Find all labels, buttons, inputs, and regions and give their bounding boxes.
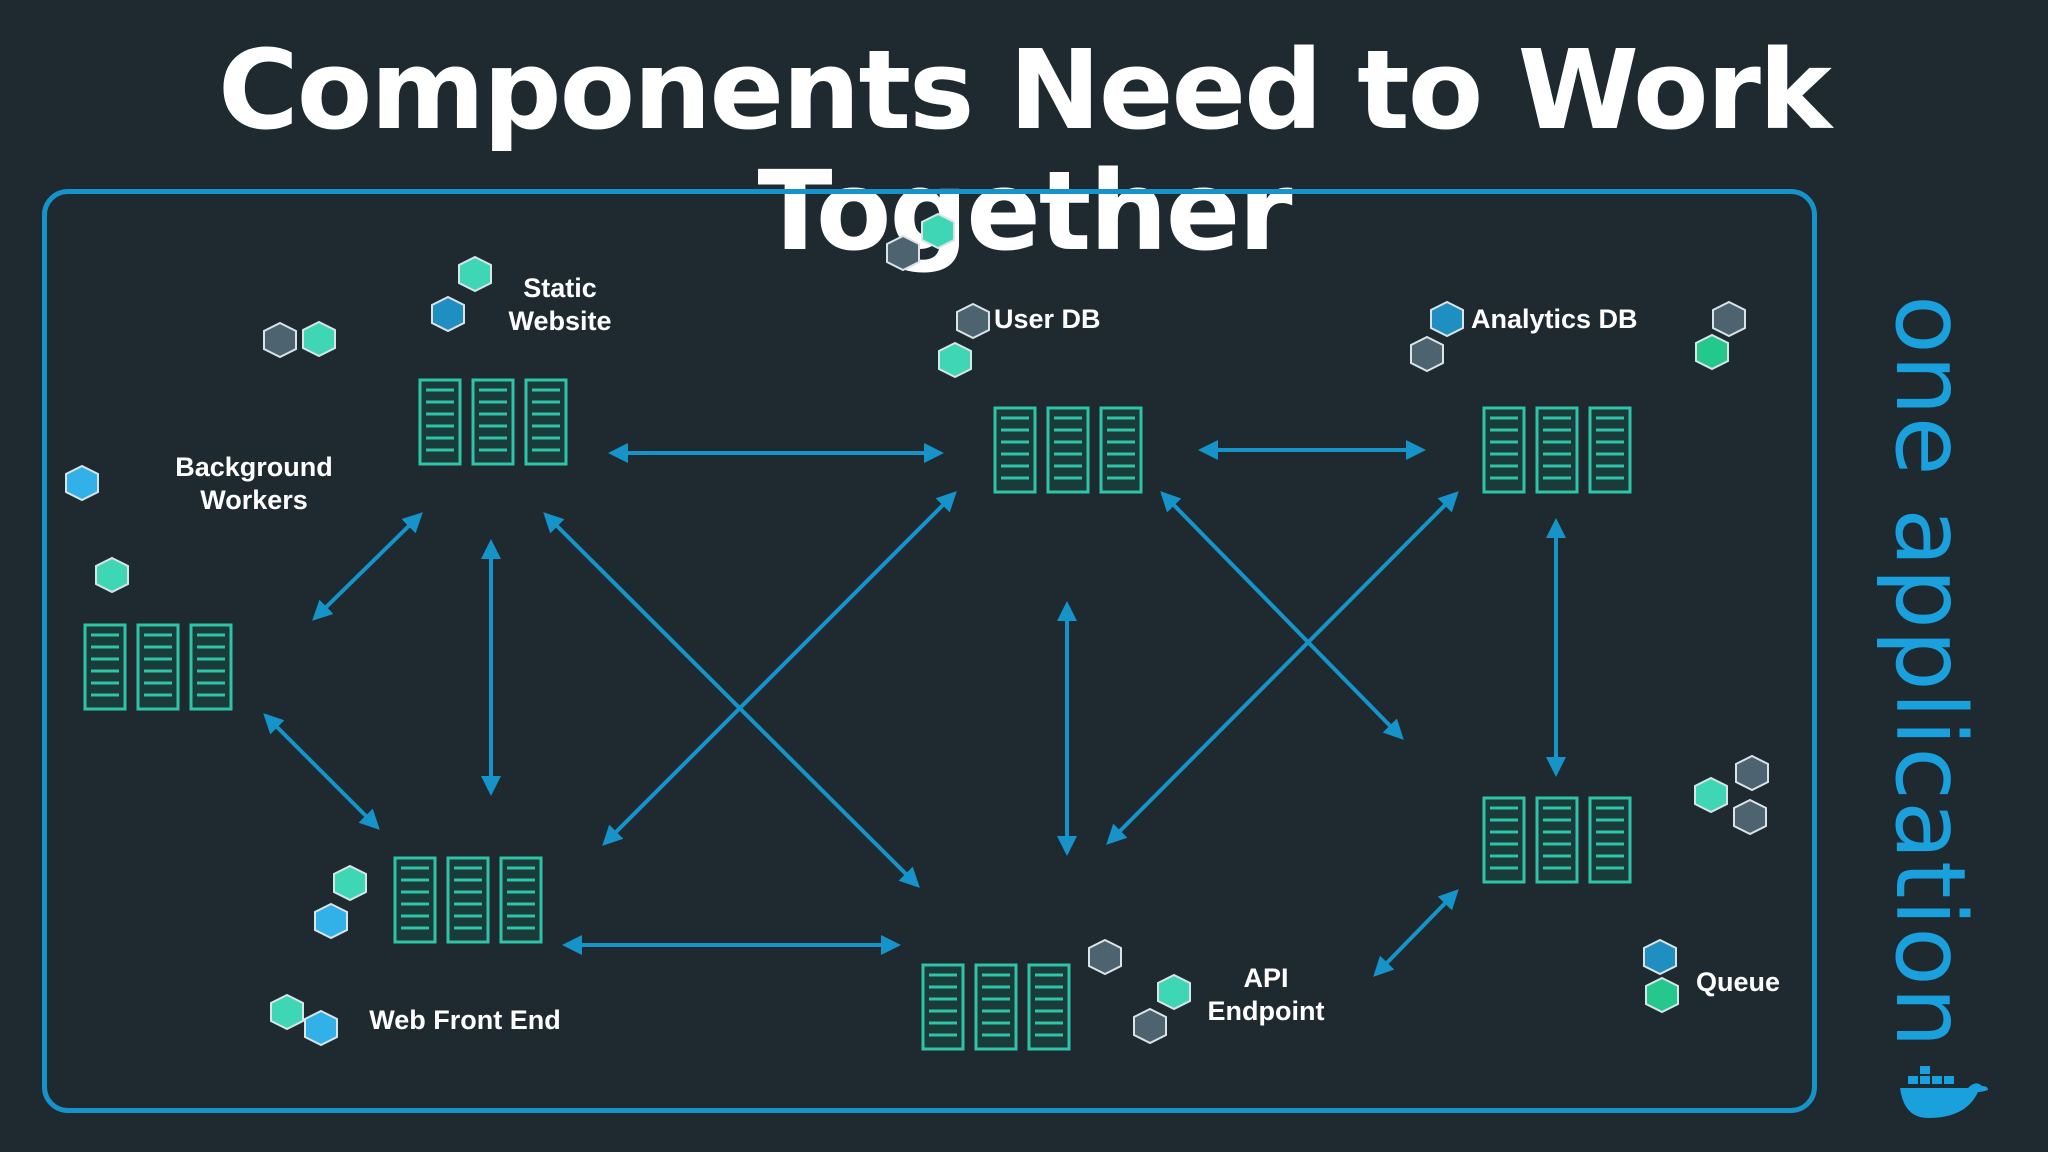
docker-whale-logo-icon xyxy=(1900,1066,1988,1118)
container-hexagon-icon xyxy=(304,1009,338,1047)
container-hexagon-icon xyxy=(431,295,465,333)
container-hexagon-icon xyxy=(314,902,348,940)
queue-server-rack-icon xyxy=(1484,798,1630,882)
container-hexagon-icon xyxy=(333,864,367,902)
container-hexagon-icon xyxy=(263,321,297,359)
container-hexagon-icon xyxy=(1645,976,1679,1014)
api-endpoint-label: API Endpoint xyxy=(1207,963,1325,1026)
background-workers-label: Background Workers xyxy=(175,452,333,515)
link-background-workers-web-front-end xyxy=(263,713,380,830)
application-boundary-frame xyxy=(42,189,1817,1113)
container-hexagon-icon xyxy=(1643,938,1677,976)
container-hexagon-icon xyxy=(1694,776,1728,814)
analytics-db-server-rack-icon xyxy=(1484,408,1630,492)
container-hexagon-icon xyxy=(938,341,972,379)
container-hexagon-icon xyxy=(1410,335,1444,373)
link-api-endpoint-queue xyxy=(1373,889,1459,977)
analytics-db-label: Analytics DB xyxy=(1471,304,1638,334)
container-hexagon-icon xyxy=(1712,300,1746,338)
container-hexagon-icon xyxy=(95,556,129,594)
container-hexagon-icon xyxy=(1695,333,1729,371)
link-user-db-web-front-end xyxy=(602,491,957,846)
container-hexagon-icon xyxy=(65,464,99,502)
container-hexagon-icon xyxy=(886,234,920,272)
container-hexagon-icon xyxy=(1133,1007,1167,1045)
web-front-end-server-rack-icon xyxy=(395,858,541,942)
link-static-website-background-workers xyxy=(312,512,423,621)
user-db-label: User DB xyxy=(994,304,1101,334)
web-front-end-label: Web Front End xyxy=(369,1005,561,1035)
container-hexagon-icon xyxy=(1733,798,1767,836)
queue-label: Queue xyxy=(1695,967,1781,997)
api-endpoint-server-rack-icon xyxy=(923,965,1069,1049)
static-website-label: Static Website xyxy=(508,273,612,336)
container-hexagon-icon xyxy=(1735,754,1769,792)
container-hexagon-icon xyxy=(302,320,336,358)
container-hexagon-icon xyxy=(1157,973,1191,1011)
link-static-website-api-endpoint xyxy=(543,512,920,888)
user-db-server-rack-icon xyxy=(995,408,1141,492)
container-hexagon-icon xyxy=(1430,300,1464,338)
container-hexagon-icon xyxy=(270,993,304,1031)
container-hexagon-icon xyxy=(458,255,492,293)
container-hexagon-icon xyxy=(956,302,990,340)
static-website-server-rack-icon xyxy=(420,380,566,464)
one-application-label: one application xyxy=(1874,295,1986,1049)
page-title: Components Need to Work Together xyxy=(218,26,1832,275)
link-user-db-queue xyxy=(1160,491,1404,740)
container-hexagon-icon xyxy=(921,212,955,250)
link-analytics-db-api-endpoint xyxy=(1106,491,1459,845)
background-workers-server-rack-icon xyxy=(85,625,231,709)
container-hexagon-icon xyxy=(1088,938,1122,976)
